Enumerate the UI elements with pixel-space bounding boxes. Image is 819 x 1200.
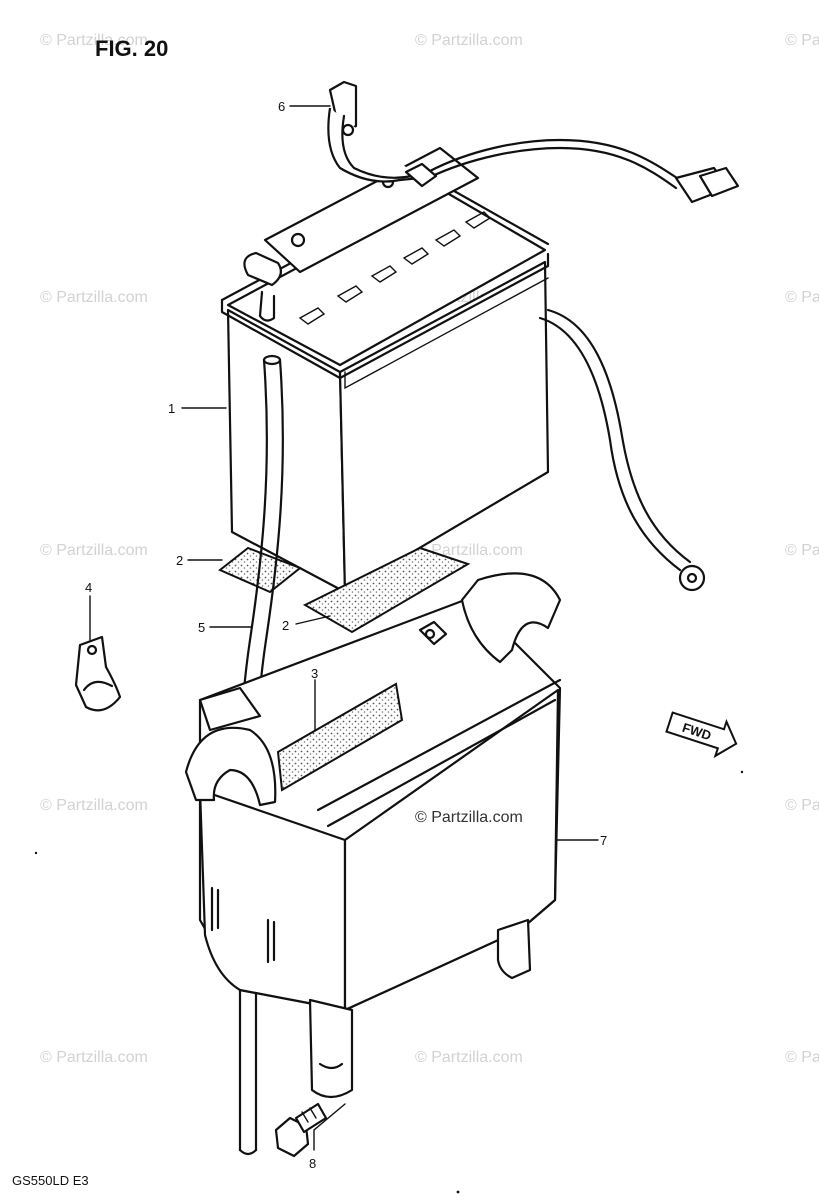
- battery: [220, 146, 550, 594]
- callout-2: 2: [282, 618, 289, 633]
- watermark: © Partzilla.com: [785, 289, 819, 306]
- watermark: © Partzilla.com: [415, 32, 523, 49]
- watermark: © Partzilla.com: [785, 542, 819, 559]
- watermark: © Partzilla.com: [415, 1049, 523, 1066]
- watermark: © Partzilla.com: [40, 32, 148, 49]
- ground-cable: [538, 308, 706, 592]
- cable-6: [327, 80, 438, 188]
- watermark: © Partzilla.com: [40, 289, 148, 306]
- watermark: © Partzilla.com: [785, 1049, 819, 1066]
- bolt-8: [274, 1102, 328, 1158]
- figure-title: FIG. 20: [95, 36, 168, 61]
- watermark-center: © Partzilla.com: [415, 809, 523, 826]
- battery-case: [184, 572, 562, 1099]
- forward-arrow-icon: FWD: [665, 711, 738, 759]
- callout-2: 2: [176, 553, 183, 568]
- callout-4: 4: [85, 580, 92, 595]
- callout-8: 8: [309, 1156, 316, 1171]
- clamp-4: [74, 635, 122, 712]
- callout-6: 6: [278, 99, 285, 114]
- battery-wire-harness: [426, 138, 740, 204]
- callout-1: 1: [168, 401, 175, 416]
- watermark: © Partzilla.com: [785, 797, 819, 814]
- watermark: © Partzilla.com: [40, 542, 148, 559]
- callout-3: 3: [311, 666, 318, 681]
- watermark: © Partzilla.com: [785, 32, 819, 49]
- pad-2-right: [302, 546, 471, 634]
- leader-lines: [89, 105, 599, 1151]
- callout-5: 5: [198, 620, 205, 635]
- watermark: © Partzilla.com: [40, 1049, 148, 1066]
- callout-7: 7: [600, 833, 607, 848]
- watermark: © Partzilla.com: [40, 797, 148, 814]
- model-code: GS550LD E3: [12, 1173, 89, 1188]
